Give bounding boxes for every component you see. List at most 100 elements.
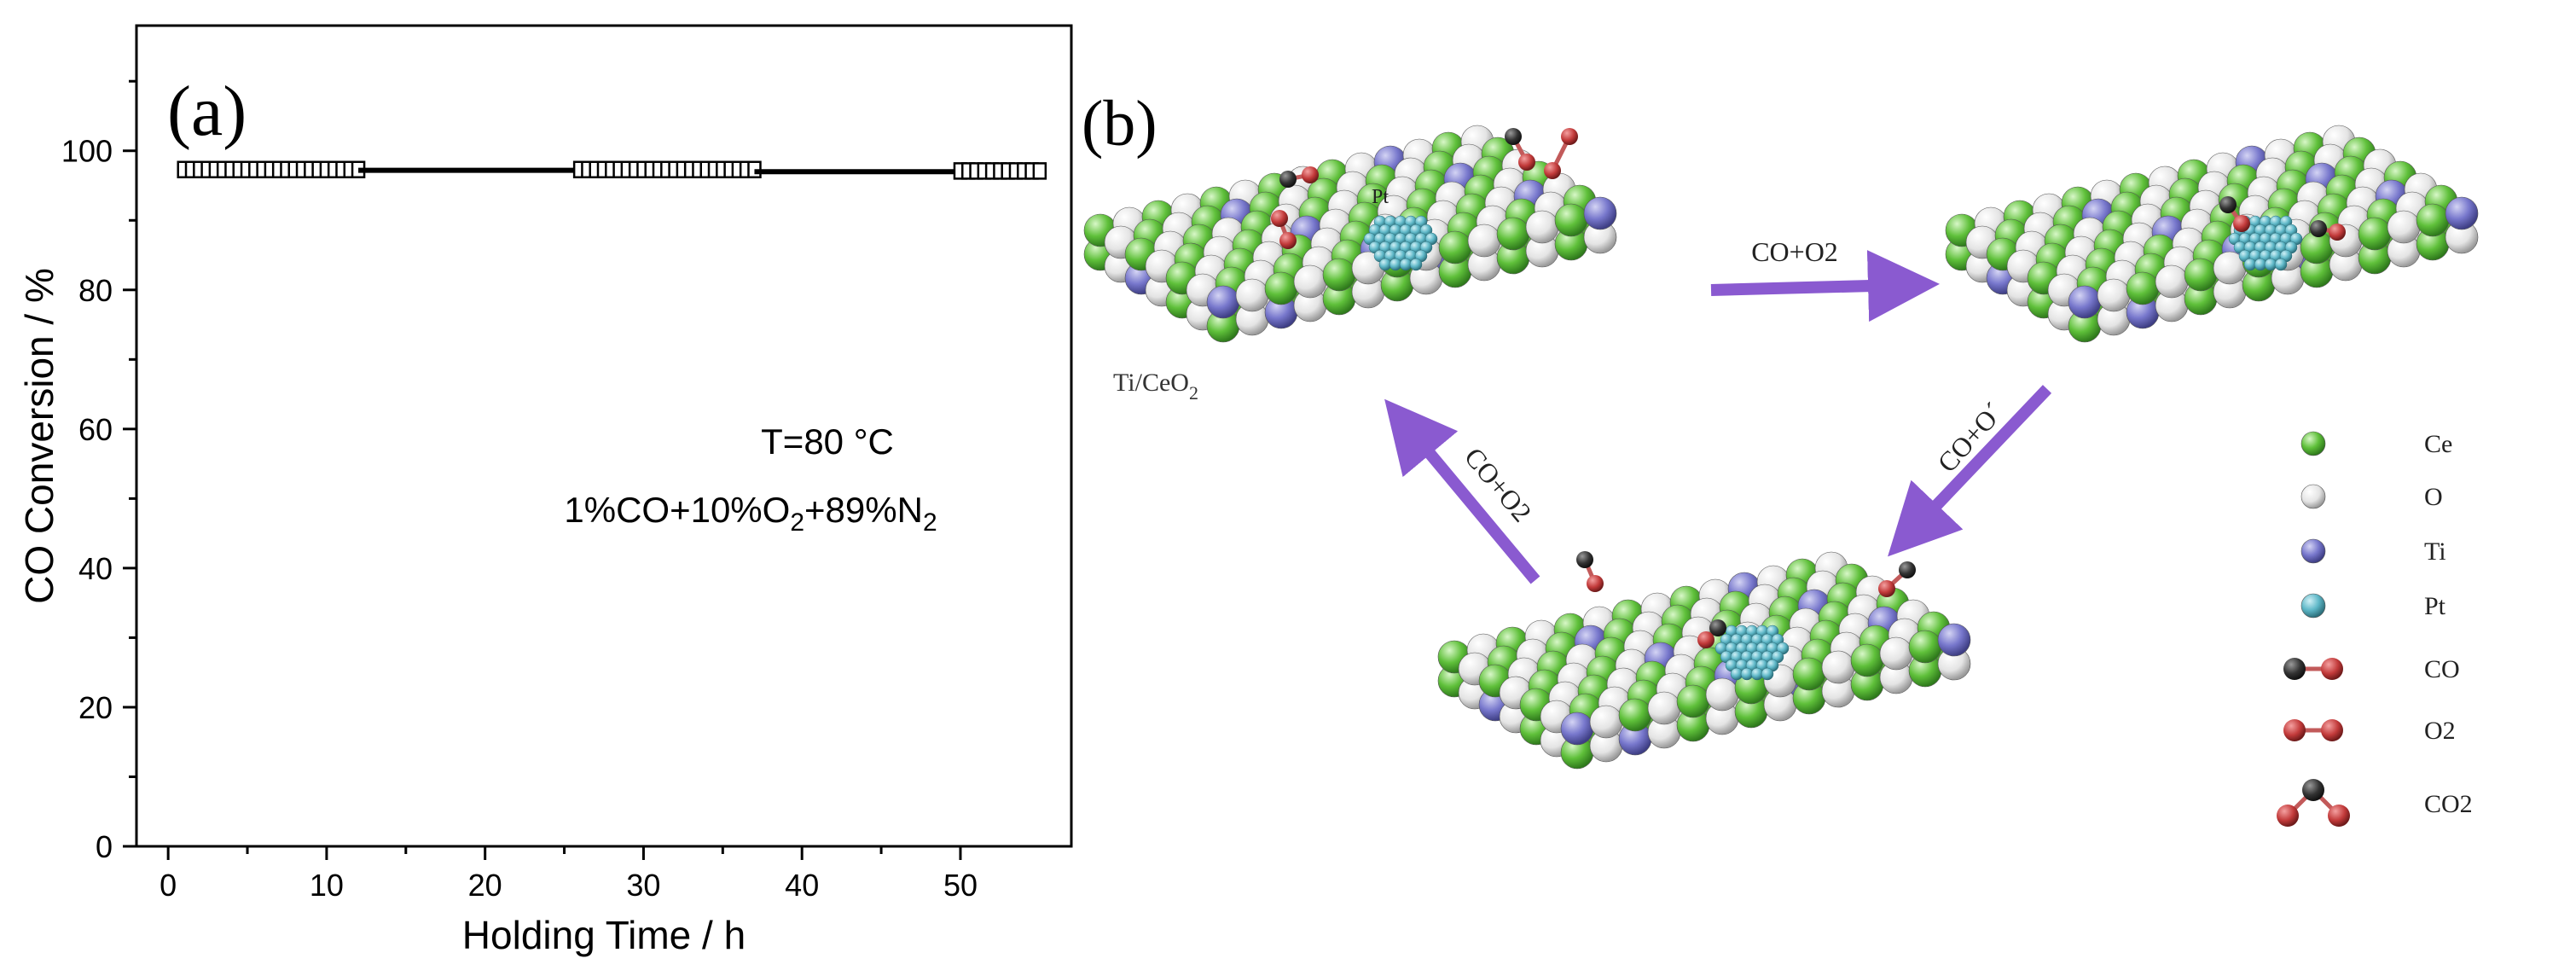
legend-item: Ti [2300, 537, 2446, 566]
legend-label: CO [2424, 655, 2460, 683]
legend-label: Ti [2424, 537, 2446, 566]
y-tick-label: 40 [78, 551, 113, 586]
catalyst-slab-initial [1083, 125, 1617, 343]
lattice-atom [1705, 677, 1739, 712]
co-molecule-reacting [1697, 619, 1726, 648]
lattice-atom [1583, 196, 1617, 230]
y-tick-label: 100 [61, 134, 113, 169]
lattice-atom [1206, 285, 1240, 319]
lattice-atom [2387, 210, 2421, 244]
co2-molecule-desorbing [1576, 551, 1604, 592]
y-tick-label: 80 [78, 273, 113, 308]
lattice-atom [1618, 698, 1652, 732]
x-tick-label: 40 [785, 868, 819, 903]
ti-sphere [2300, 538, 2326, 564]
y-tick-label: 20 [78, 690, 113, 725]
o-sphere [2300, 484, 2326, 509]
chart-frame [135, 24, 1073, 848]
lattice-atom [2097, 278, 2131, 312]
lattice-atom [1879, 636, 1913, 671]
lattice-atom [2358, 217, 2392, 251]
legend-label: O [2424, 483, 2443, 511]
pt-atom [1409, 258, 1423, 271]
pt-sphere [2300, 593, 2326, 619]
lattice-atom [2068, 285, 2102, 319]
arrow-right [1888, 385, 2052, 557]
axis-ticks: 0 10 20 30 40 50 0 20 40 60 80 100 [61, 79, 978, 903]
x-axis-label: Holding Time / h [462, 913, 746, 957]
arrow-left [1384, 398, 1540, 584]
co2-molecule [2277, 805, 2299, 827]
pt-atom [1761, 667, 1774, 681]
legend-item: Ce [2300, 430, 2452, 458]
lattice-atom [1908, 630, 1942, 664]
legend-label: Ce [2424, 430, 2452, 458]
lattice-atom [1560, 712, 1594, 746]
legend-label: Pt [2424, 592, 2446, 620]
legend-item: O [2300, 483, 2443, 511]
co-molecule-gas [1505, 128, 1535, 171]
lattice-atom [2416, 203, 2450, 237]
pt-atom [2274, 258, 2288, 271]
lattice-atom [1850, 643, 1884, 677]
co-molecule [2283, 658, 2306, 680]
lattice-atom [1676, 684, 1710, 718]
o2-molecule-gas [1544, 128, 1578, 179]
lattice-atom [1554, 203, 1588, 237]
lattice-atom [2184, 258, 2218, 292]
lattice-atom [1937, 623, 1971, 657]
legend-item: CO2 [2277, 779, 2473, 827]
co-molecule-on-pt-2 [2310, 220, 2346, 241]
y-tick-label: 0 [96, 829, 113, 864]
legend-item: Pt [2300, 592, 2446, 620]
catalyst-slab-reacted [1437, 551, 1971, 770]
lattice-atom [1467, 224, 1501, 258]
lattice-atom [1264, 271, 1298, 305]
o2-molecule [2283, 719, 2306, 741]
legend-item: O2 [2283, 717, 2456, 745]
lattice-atom [2445, 196, 2479, 230]
panel-a: 0 10 20 30 40 50 0 20 40 60 80 100 (a) T=80 °C 1%CO… [17, 24, 1073, 957]
arrow-top [1710, 250, 1940, 322]
annotation-gas-composition: 1%CO+10%O2+89%N2 [564, 490, 937, 537]
o2-molecule-adsorbed [1271, 210, 1297, 249]
panel-a-label: (a) [167, 72, 247, 151]
ce-sphere [2300, 431, 2326, 456]
co-molecule-adsorbed [1279, 166, 1319, 188]
lattice-atom [1821, 650, 1855, 684]
y-tick-label: 60 [78, 412, 113, 447]
annotation-temperature: T=80 °C [761, 421, 894, 462]
lattice-atom [1647, 691, 1681, 725]
lattice-atom [1792, 657, 1826, 691]
lattice-atom [1322, 258, 1356, 292]
x-tick-label: 10 [310, 868, 344, 903]
x-tick-label: 30 [626, 868, 660, 903]
arrow-top-label: CO+O2 [1751, 236, 1838, 267]
support-label: Ti/CeO2 [1113, 369, 1198, 404]
lattice-atom [1525, 210, 1559, 244]
x-tick-label: 0 [160, 868, 177, 903]
lattice-atom [2155, 264, 2189, 299]
series-layer [177, 160, 1047, 180]
data-point [1032, 162, 1047, 180]
co2-molecule-desorbing-2 [1878, 561, 1916, 597]
lattice-atom [1438, 230, 1472, 264]
x-tick-label: 20 [468, 868, 502, 903]
lattice-atom [1496, 217, 1530, 251]
legend-label: CO2 [2424, 790, 2473, 818]
arrow-left-label: CO+O2 [1459, 441, 1538, 527]
catalyst-slab-adsorbed [1945, 125, 2479, 343]
pt-label: Pt [1372, 186, 1389, 208]
legend-item: CO [2283, 655, 2460, 683]
lattice-atom [1293, 264, 1327, 299]
lattice-atom [2126, 271, 2160, 305]
lattice-atom [1235, 278, 1269, 312]
y-axis-label: CO Conversion / % [17, 268, 61, 604]
lattice-atom [1589, 705, 1623, 739]
x-tick-label: 50 [943, 868, 978, 903]
legend-label: O2 [2424, 717, 2456, 745]
co-molecule-on-pt [2219, 196, 2250, 232]
panel-b-label: (b) [1082, 88, 1157, 160]
